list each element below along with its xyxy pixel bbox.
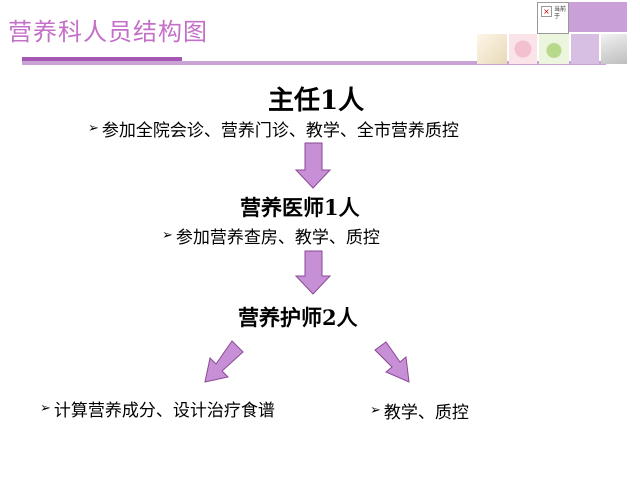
director-duty-text: 参加全院会诊、营养门诊、教学、全市营养质控 [101, 121, 459, 141]
cream-photo [477, 34, 507, 64]
nurse-duty-text: 计算营养成分、设计治疗食谱 [53, 401, 275, 421]
flower-photo [509, 34, 537, 64]
header-accent-bar [22, 57, 182, 63]
arrow-nurse-right [374, 341, 410, 383]
director-duty: ➢ 参加全院会诊、营养门诊、教学、全市营养质控 [88, 116, 459, 141]
green-photo [539, 34, 569, 64]
header-image-strip: × 当前 于 [477, 2, 627, 64]
header-divider [22, 61, 606, 65]
arrow-bullet-icon: ➢ [40, 401, 51, 416]
arrow-nurse-left [204, 340, 244, 383]
lilac-photo [571, 34, 599, 64]
header-image-text: 当前 于 [554, 6, 567, 20]
doctor-node: 营养医师1人 [240, 195, 360, 220]
doctor-duty: ➢ 参加营养查房、教学、质控 [162, 223, 380, 248]
nurse-duty-right: ➢ 教学、质控 [370, 398, 469, 423]
slide-title: 营养科人员结构图 [8, 18, 208, 46]
arrow-bullet-icon: ➢ [162, 228, 173, 243]
down-arrow-director-doctor [294, 142, 332, 189]
silver-photo [601, 34, 627, 64]
nurse-duty-left: ➢ 计算营养成分、设计治疗食谱 [40, 396, 275, 421]
arrow-bullet-icon: ➢ [88, 121, 99, 136]
down-arrow-doctor-nurse [294, 250, 332, 295]
director-node: 主任1人 [268, 86, 365, 116]
broken-image-icon: × 当前 于 [537, 2, 569, 34]
arrow-bullet-icon: ➢ [370, 403, 381, 418]
nurse-node: 营养护师2人 [238, 305, 358, 330]
doctor-duty-text: 参加营养查房、教学、质控 [175, 228, 380, 248]
purple-photo [569, 2, 627, 32]
nurse-duty-text: 教学、质控 [383, 403, 469, 423]
